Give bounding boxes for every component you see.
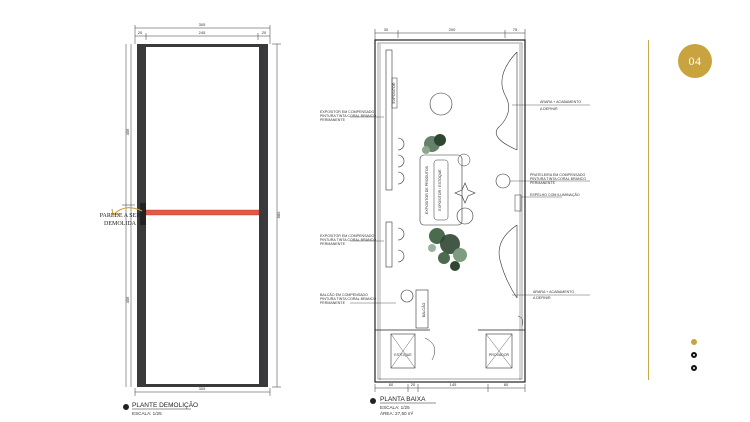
annot-right2-b: PINTURA TINTA CORAL BRANCO — [530, 177, 586, 181]
dim-right-total: 880 — [276, 211, 281, 218]
wall-stub — [140, 203, 146, 225]
dim-left-upper: 406 — [125, 128, 130, 135]
plan-dim-top-a: 30 — [384, 27, 389, 32]
counter — [415, 289, 429, 329]
section-marker-icon — [123, 404, 129, 410]
annot-left3-b: PINTURA TINTA CORAL BRANCO — [320, 297, 376, 301]
annot-left1-c: PERMANENTE — [320, 118, 346, 122]
pagination-dot-3[interactable] — [691, 365, 697, 371]
wall-top — [137, 44, 268, 47]
annot-left2-c: PERMANENTE — [320, 242, 346, 246]
stock-label: ESTOQUE — [394, 353, 412, 357]
dim-bottom: 305 — [199, 386, 206, 391]
fitting-label: PROVADOR — [489, 353, 510, 357]
center-label-2: EXPOSITOR DE PRODUTOS — [425, 165, 429, 214]
wall-note-line2: DEMOLIDA — [104, 221, 137, 227]
dim-left-lower: 406 — [125, 296, 130, 303]
fitting-room — [485, 333, 513, 369]
plan-dim-bottom-a: 60 — [389, 382, 394, 387]
plan-dim-bottom-b: 20 — [411, 382, 416, 387]
dim-top-right: 20 — [262, 30, 267, 35]
page-number: 04 — [688, 53, 702, 68]
page-number-badge: 04 — [678, 44, 712, 78]
pagination-dot-2[interactable] — [691, 352, 697, 358]
annot-right1-b: A DEFINIR — [540, 107, 558, 111]
plan-outer-wall — [374, 39, 526, 383]
dim-top-mid: 245 — [199, 30, 206, 35]
counter-label: BALCÃO — [421, 303, 426, 318]
demolition-plan: 305 20 245 20 406 406 880 305 PAREDE A S… — [100, 22, 281, 416]
annot-left3-c: PERMANENTE — [320, 301, 346, 305]
wall-bottom — [137, 384, 268, 387]
left-shelf — [385, 49, 393, 191]
right-rack-upper — [495, 51, 518, 151]
section-marker-icon — [370, 398, 376, 404]
annot-left2-b: PINTURA TINTA CORAL BRANCO — [320, 238, 376, 242]
annot-right4-b: A DEFINIR — [533, 296, 551, 300]
annot-left1-b: PINTURA TINTA CORAL BRANCO — [320, 114, 376, 118]
demolish-wall — [145, 209, 260, 216]
annot-right2-a: PRATELEIRA EM COMPENSADO — [530, 173, 585, 177]
annot-right4-a: ARARA + ACABAMENTO — [533, 290, 574, 294]
plan-dim-bottom-d: 60 — [504, 382, 509, 387]
plan-dim-top-c: 75 — [513, 27, 518, 32]
dim-top-left: 20 — [138, 30, 143, 35]
left-display-label: EXPOSITOR — [392, 82, 396, 103]
annot-left3-a: BALCÃO EM COMPENSADO — [320, 292, 368, 297]
pagination-dots — [691, 339, 701, 378]
layout-title: PLANTA BAIXA — [380, 396, 426, 403]
left-shelf-lower — [385, 221, 393, 268]
layout-area: ÁREA: 27,50 m² — [380, 410, 414, 416]
wall-note-line1: PAREDE A SER — [100, 213, 140, 219]
annot-left2-a: EXPOSITOR EM COMPENSADO — [320, 234, 374, 238]
demolition-title: PLANTE DEMOLIÇÃO — [132, 400, 198, 409]
right-rack-lower — [498, 224, 518, 299]
dim-top-total: 305 — [199, 22, 206, 27]
demolition-scale: ESCALA: 1/25 — [132, 411, 162, 416]
annot-right3-a: ESPELHO COM ILUMINAÇÃO — [530, 192, 580, 197]
annot-left1-a: EXPOSITOR EM COMPENSADO — [320, 110, 374, 114]
annot-right2-c: PERMANENTE — [530, 181, 556, 185]
pagination-dot-1[interactable] — [691, 339, 697, 345]
center-label-1: EXPOSITOR / ESTOQUE — [438, 169, 442, 211]
plan-dim-top-b: 200 — [449, 27, 456, 32]
stock-room — [390, 333, 416, 369]
wall-right — [259, 44, 268, 387]
round-table-top — [429, 92, 453, 116]
note-arrow — [113, 207, 143, 215]
annot-right1-a: ARARA + ACABAMENTO — [540, 100, 581, 104]
layout-scale: ESCALA: 1/25 — [380, 405, 410, 410]
plant-icon — [422, 134, 467, 271]
gold-divider — [648, 40, 649, 380]
floor-plan: 30 200 75 60 20 145 60 EXPOSITOR — [320, 27, 590, 416]
compass-icon — [454, 182, 476, 204]
plan-dim-bottom-c: 145 — [450, 382, 457, 387]
